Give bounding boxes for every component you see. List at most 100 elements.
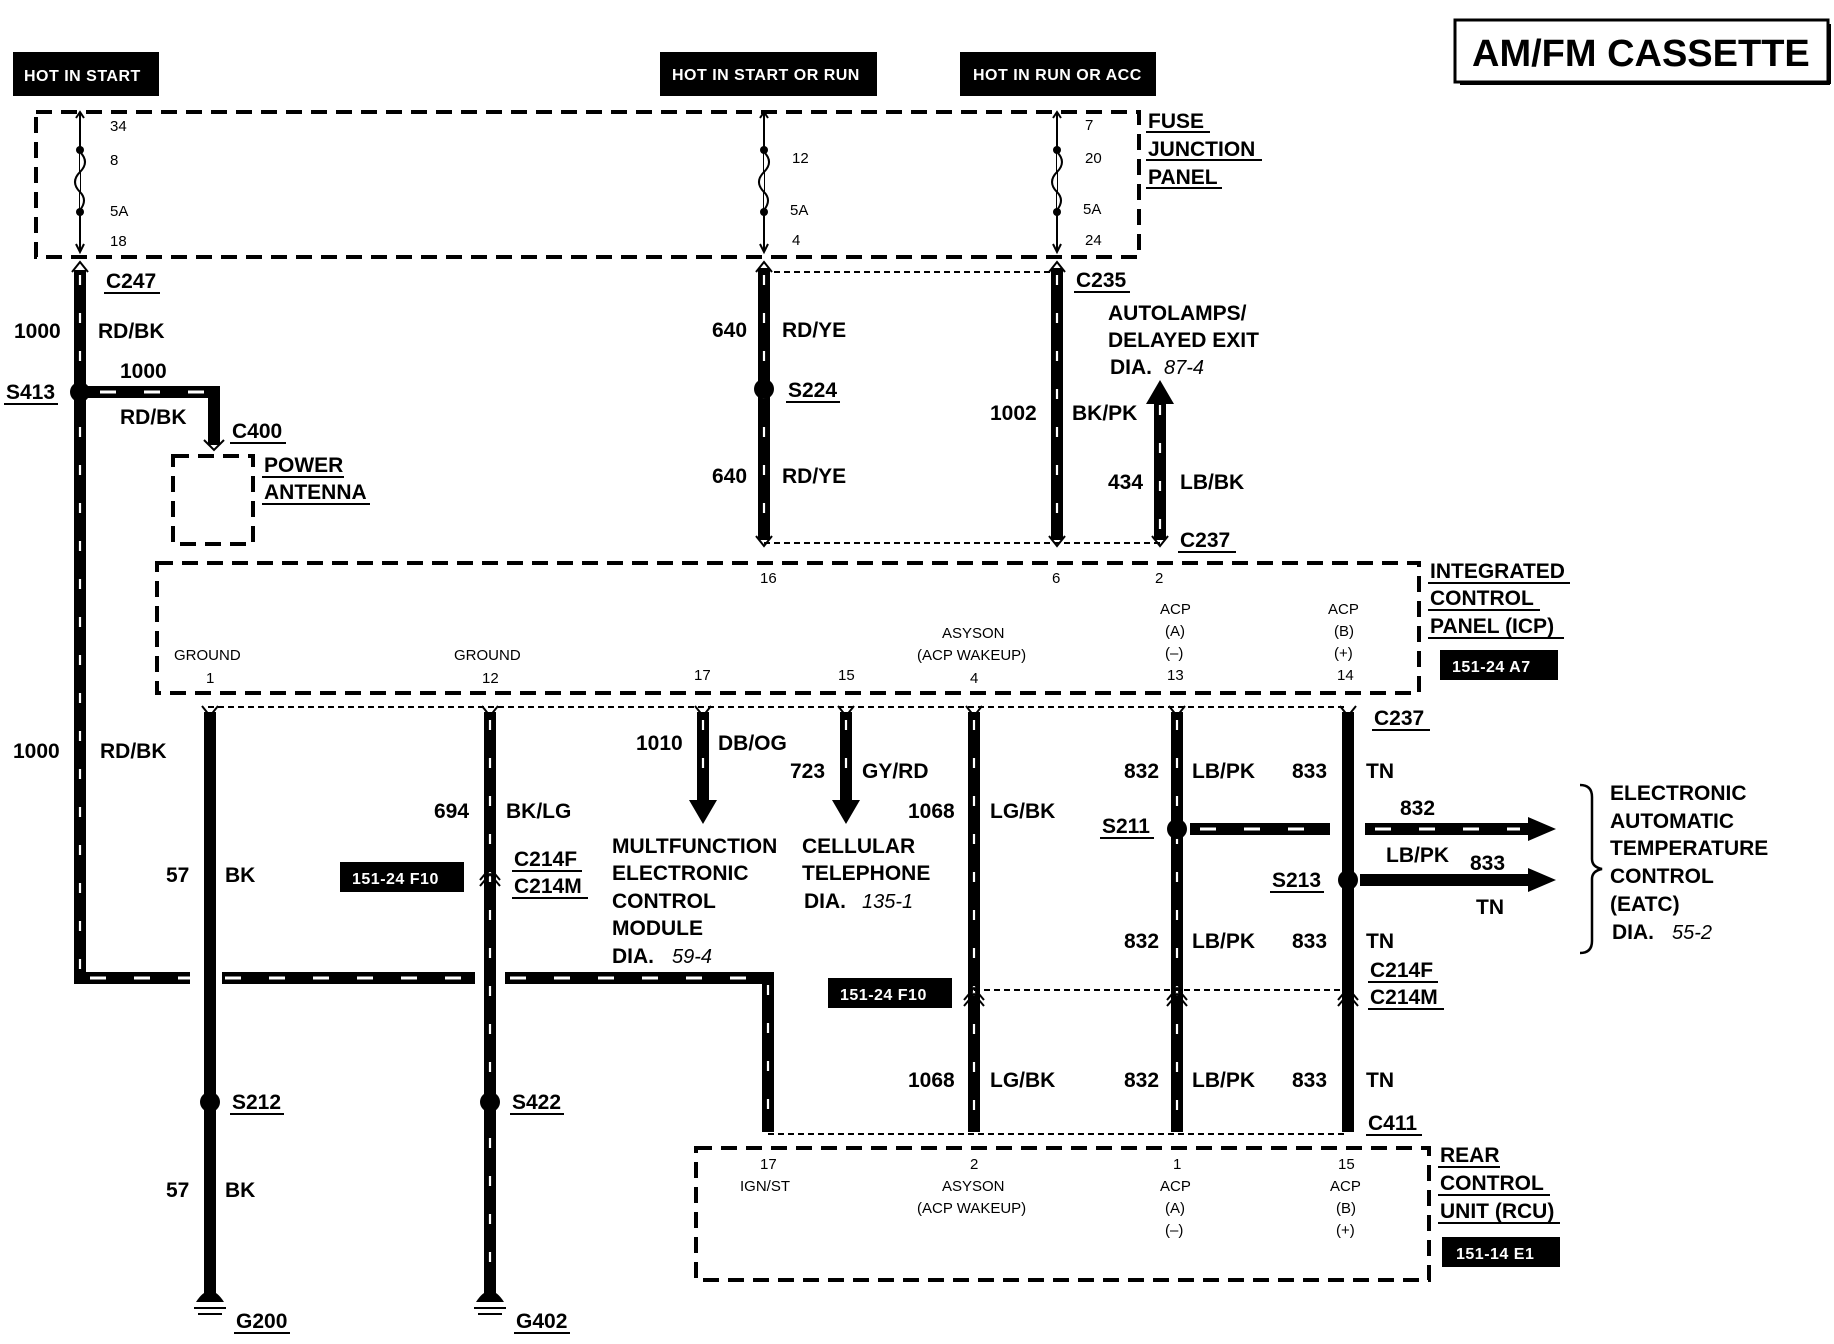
circuit-1002: 1002 [990, 402, 1037, 425]
icp-pin-labels: 16 6 2 GROUND 1 GROUND 12 17 15 ASYSON (… [174, 570, 1359, 687]
mem-label-2: ELECTRONIC [612, 862, 749, 885]
source-hot-in-run-or-acc: HOT IN RUN OR ACC [973, 67, 1142, 84]
svg-text:(B): (B) [1334, 623, 1354, 640]
circuit-640-a: 640 [712, 319, 747, 342]
c237-top-label: C237 [1180, 529, 1230, 552]
circuit-1000-c: 1000 [13, 740, 60, 763]
eatc-dia: DIA. [1612, 921, 1654, 944]
color-rdbk-c: RD/BK [100, 740, 167, 763]
svg-text:17: 17 [760, 1156, 777, 1173]
rcu-pin-labels: 17 IGN/ST 2 ASYSON (ACP WAKEUP) 1 ACP (A… [740, 1156, 1361, 1239]
ground-g200: G200 [194, 1291, 290, 1334]
c247-label: C247 [106, 270, 156, 293]
source-hot-in-start-or-run: HOT IN START OR RUN [672, 67, 860, 84]
svg-text:(–): (–) [1165, 1222, 1183, 1239]
cell-dia-ref: 135-1 [862, 891, 913, 913]
color-lbpk-d: LB/PK [1386, 844, 1449, 867]
power-source-tags: HOT IN START HOT IN START OR RUN HOT IN … [13, 52, 1156, 96]
circuit-1000-a: 1000 [14, 320, 61, 343]
svg-text:5A: 5A [790, 202, 808, 219]
circuit-833-a: 833 [1292, 760, 1327, 783]
circuit-57-b: 57 [166, 1179, 189, 1202]
svg-text:5A: 5A [110, 203, 128, 220]
icp-label-3: PANEL (ICP) [1430, 615, 1554, 638]
color-bk-a: BK [225, 864, 255, 887]
mem-label-1: MULTFUNCTION [612, 835, 777, 858]
color-bk-b: BK [225, 1179, 255, 1202]
c214m-label-1: C214M [514, 875, 582, 898]
s211-label: S211 [1102, 815, 1150, 838]
svg-text:1: 1 [206, 670, 214, 687]
circuit-833-b: 833 [1292, 930, 1327, 953]
svg-text:6: 6 [1052, 570, 1060, 587]
svg-text:(B): (B) [1336, 1200, 1356, 1217]
color-rdye-a: RD/YE [782, 319, 846, 342]
cell-dia: DIA. [804, 890, 846, 913]
icp-label-1: INTEGRATED [1430, 560, 1565, 583]
color-lgbk-b: LG/BK [990, 1069, 1055, 1092]
svg-text:ACP: ACP [1160, 601, 1191, 618]
c400-label: C400 [232, 420, 282, 443]
ref-tags: 151-24 A7 151-24 F10 151-24 F10 151-14 E… [340, 650, 1560, 1267]
color-gyrd: GY/RD [862, 760, 929, 783]
circuit-1010: 1010 [636, 732, 683, 755]
color-lgbk-a: LG/BK [990, 800, 1055, 823]
c237-bottom-label: C237 [1374, 707, 1424, 730]
diagram-title: AM/FM CASSETTE [1472, 33, 1810, 75]
svg-text:14: 14 [1337, 667, 1354, 684]
cell-label-2: TELEPHONE [802, 862, 930, 885]
svg-text:ACP: ACP [1328, 601, 1359, 618]
icp-ref-tag: 151-24 A7 [1452, 659, 1531, 676]
circuit-434: 434 [1108, 471, 1143, 494]
svg-text:(A): (A) [1165, 1200, 1185, 1217]
power-antenna-box [171, 454, 255, 546]
mem-dia: DIA. [612, 945, 654, 968]
component-labels: POWER ANTENNA AUTOLAMPS/ DELAYED EXIT DI… [262, 302, 1768, 1224]
color-rdbk-a: RD/BK [98, 320, 165, 343]
title-box: AM/FM CASSETTE [1453, 18, 1831, 85]
fjp-label-3: PANEL [1148, 166, 1218, 189]
color-rdbk-b: RD/BK [120, 406, 187, 429]
svg-text:16: 16 [760, 570, 777, 587]
icp-ground-1: GROUND [174, 647, 241, 664]
color-lbpk-b: LB/PK [1192, 930, 1255, 953]
autolamps-dia-ref: 87-4 [1164, 357, 1204, 379]
wires [70, 260, 1603, 1295]
color-bklg: BK/LG [506, 800, 571, 823]
fuse-12: 12 5A 4 [758, 110, 809, 255]
s422-label: S422 [512, 1091, 561, 1114]
fuse-junction-panel: FUSE JUNCTION PANEL 34 8 5A 18 12 [34, 110, 1262, 259]
s224-label: S224 [788, 379, 837, 402]
color-lbpk-c: LB/PK [1192, 1069, 1255, 1092]
svg-text:4: 4 [970, 670, 978, 687]
rcu-ref-tag: 151-14 E1 [1456, 1246, 1534, 1263]
g402-label: G402 [516, 1310, 567, 1333]
eatc-label-5: (EATC) [1610, 893, 1680, 916]
svg-text:(+): (+) [1334, 645, 1353, 662]
s413-label: S413 [6, 381, 55, 404]
icp-ground-12: GROUND [454, 647, 521, 664]
svg-text:12: 12 [792, 150, 809, 167]
circuit-832-d: 832 [1400, 797, 1435, 820]
power-antenna-label-1: POWER [264, 454, 343, 477]
autolamps-label-2: DELAYED EXIT [1108, 329, 1259, 352]
color-dbog: DB/OG [718, 732, 787, 755]
autolamps-dia: DIA. [1110, 356, 1152, 379]
eatc-dia-ref: 55-2 [1672, 922, 1712, 944]
c214f-label-1: C214F [514, 848, 577, 871]
c214m-label-2: C214M [1370, 986, 1438, 1009]
circuit-832-b: 832 [1124, 930, 1159, 953]
svg-text:8: 8 [110, 152, 118, 169]
fuse-20: 7 20 5A 24 [1051, 110, 1102, 255]
color-rdye-b: RD/YE [782, 465, 846, 488]
circuit-57-a: 57 [166, 864, 189, 887]
color-lbbk: LB/BK [1180, 471, 1244, 494]
circuit-723: 723 [790, 760, 825, 783]
f10-ref-tag-2: 151-24 F10 [840, 987, 927, 1004]
svg-text:15: 15 [1338, 1156, 1355, 1173]
autolamps-label-1: AUTOLAMPS/ [1108, 302, 1247, 325]
icp-label-2: CONTROL [1430, 587, 1534, 610]
svg-text:(+): (+) [1336, 1222, 1355, 1239]
circuit-832-a: 832 [1124, 760, 1159, 783]
